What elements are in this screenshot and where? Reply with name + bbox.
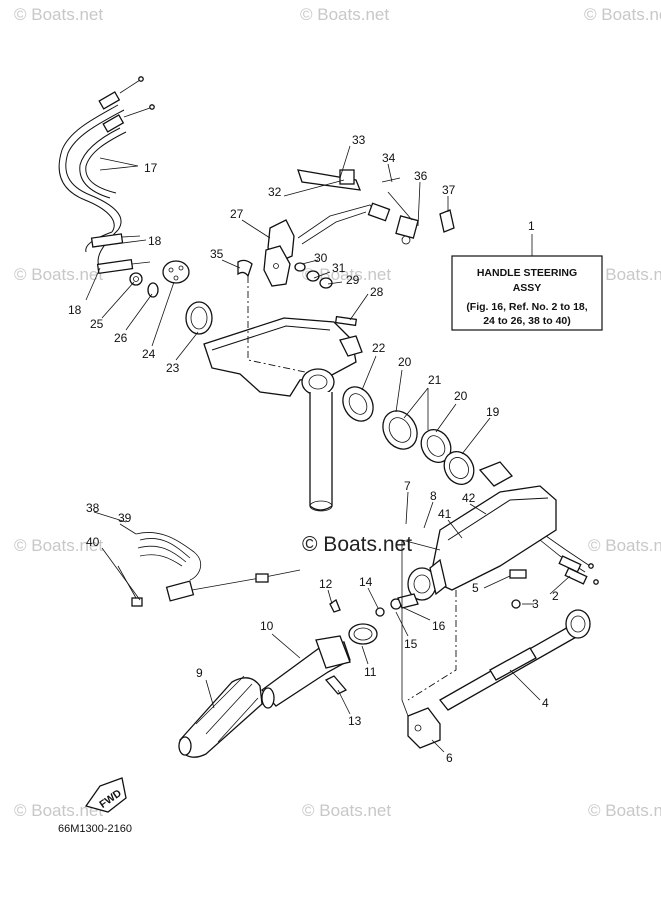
watermark: © Boats.net (588, 801, 661, 820)
leader-lines (85, 145, 571, 753)
callout-42: 42 (462, 491, 476, 505)
watermark: © Boats.net (588, 265, 661, 284)
callout-13: 13 (348, 714, 362, 728)
bracket-parts (129, 260, 213, 335)
box-title-line1: HANDLE STEERING (477, 267, 577, 279)
callout-9: 9 (196, 666, 203, 680)
callout-36: 36 (414, 169, 428, 183)
callout-4: 4 (542, 696, 549, 710)
callout-40: 40 (86, 535, 100, 549)
washers (342, 386, 475, 485)
watermarks: © Boats.net © Boats.net © Boats.net © Bo… (14, 5, 661, 820)
callout-1: 1 (528, 219, 535, 233)
handle-steering-box: HANDLE STEERING ASSY (Fig. 16, Ref. No. … (451, 255, 603, 331)
callout-23: 23 (166, 361, 180, 375)
throttle-cables (58, 76, 155, 275)
callout-33: 33 (352, 133, 366, 147)
callout-labels: 1 2 3 4 5 6 7 8 9 10 11 12 13 14 15 16 1… (68, 133, 559, 765)
callout-25: 25 (90, 317, 104, 331)
lever-parts (263, 204, 379, 327)
callout-24: 24 (142, 347, 156, 361)
callout-12: 12 (319, 577, 333, 591)
callout-37: 37 (442, 183, 456, 197)
callout-17: 17 (144, 161, 158, 175)
fwd-arrow: FWD (84, 777, 127, 813)
callout-3: 3 (532, 597, 539, 611)
watermark: © Boats.net (14, 5, 103, 24)
watermark: © Boats.net (584, 5, 661, 24)
callout-20b: 20 (454, 389, 468, 403)
callout-32: 32 (268, 185, 282, 199)
watermark: © Boats.net (14, 265, 103, 284)
callout-10: 10 (260, 619, 274, 633)
upper-bracket (203, 259, 363, 512)
box-note-line2: 24 to 26, 38 to 40) (483, 315, 571, 327)
callout-18b: 18 (68, 303, 82, 317)
callout-16: 16 (432, 619, 446, 633)
callout-39: 39 (118, 511, 132, 525)
callout-38: 38 (86, 501, 100, 515)
friction-shaft (401, 540, 591, 749)
box-title-line2: ASSY (513, 282, 542, 294)
callout-31: 31 (332, 261, 346, 275)
callout-22: 22 (372, 341, 386, 355)
throttle-grip (178, 593, 419, 758)
callout-19: 19 (486, 405, 500, 419)
drawing-code: 66M1300-2160 (58, 823, 132, 835)
box-note-line1: (Fig. 16, Ref. No. 2 to 18, (466, 301, 587, 313)
callout-30: 30 (314, 251, 328, 265)
callout-21: 21 (428, 373, 442, 387)
callout-15: 15 (404, 637, 418, 651)
callout-26: 26 (114, 331, 128, 345)
callout-29: 29 (346, 273, 360, 287)
watermark: © Boats.net (14, 801, 103, 820)
callout-41: 41 (438, 507, 452, 521)
stop-switch (117, 532, 301, 607)
callout-7: 7 (404, 479, 411, 493)
steering-handle-body (401, 461, 599, 701)
callout-14: 14 (359, 575, 373, 589)
watermark: © Boats.net (300, 5, 389, 24)
callout-8: 8 (430, 489, 437, 503)
callout-35: 35 (210, 247, 224, 261)
watermark: © Boats.net (14, 536, 103, 555)
callout-2: 2 (552, 589, 559, 603)
callout-6: 6 (446, 751, 453, 765)
callout-34: 34 (382, 151, 396, 165)
callout-20a: 20 (398, 355, 412, 369)
callout-11: 11 (364, 665, 377, 679)
watermark: © Boats.net (588, 536, 661, 555)
callout-28: 28 (370, 285, 384, 299)
link-assembly (297, 169, 455, 245)
watermark: © Boats.net (302, 801, 391, 820)
callout-18a: 18 (148, 234, 162, 248)
callout-27: 27 (230, 207, 244, 221)
watermark-center: © Boats.net (302, 533, 412, 556)
callout-5: 5 (472, 581, 479, 595)
